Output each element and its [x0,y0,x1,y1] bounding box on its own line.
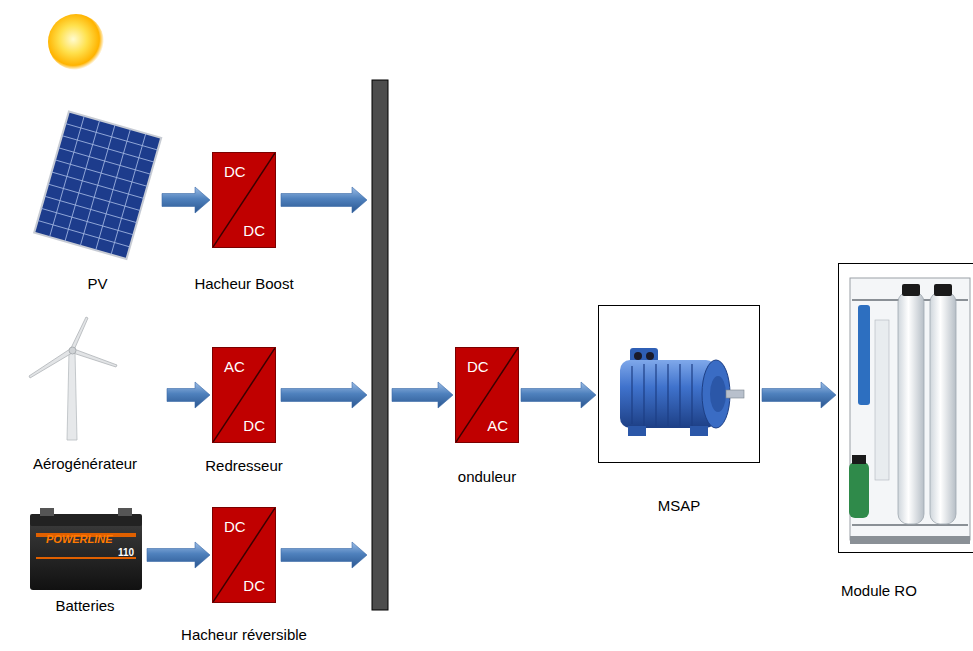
sun-icon [48,14,104,70]
bus-arrows [281,187,453,568]
wind-source: Aérogénérateur [5,318,165,473]
component-label: Hacheur réversible [181,626,307,644]
model-number: 110 [118,547,134,558]
component-label: MSAP [658,497,701,515]
pv-source: PV [35,110,160,295]
brand-text: POWERLINE [46,533,113,545]
converter-input-type: DC [224,163,246,180]
converter-box: DCDCHacheur réversible [212,507,276,603]
converter-box: ACDCRedresseur [212,347,276,443]
motor-illustration [620,348,744,436]
flow-arrow [521,382,596,408]
converter-output-type: DC [243,222,265,239]
wind-turbine [29,317,117,440]
flow-arrow [167,382,210,408]
flow-arrow [162,187,210,213]
component-label: Redresseur [205,457,283,475]
flow-arrow [147,542,210,568]
component-label: Batteries [55,597,114,615]
battery-source: Batteries [25,505,145,615]
component-label: Aérogénérateur [33,455,137,473]
battery-icon [30,508,142,590]
dc-bus-bar [372,80,388,610]
component-label: onduleur [458,468,516,486]
component-label: Hacheur Boost [194,275,293,293]
converter-input-type: DC [224,518,246,535]
inverter-box: DCAConduleur [455,347,519,443]
component-label: Module RO [841,582,917,600]
component-label: PV [87,275,107,293]
ro-unit-illustration [849,278,970,544]
motor-box: MSAP [598,305,760,463]
ro-module-box: Module RO [838,263,973,553]
converter-box: DCDCHacheur Boost [212,152,276,248]
converter-output-type: DC [243,577,265,594]
converter-input-type: AC [224,358,245,375]
converter-output-type: AC [487,417,508,434]
converter-output-type: DC [243,417,265,434]
pv-panel [34,111,161,259]
flow-arrow [762,382,836,408]
converter-input-type: DC [467,358,489,375]
